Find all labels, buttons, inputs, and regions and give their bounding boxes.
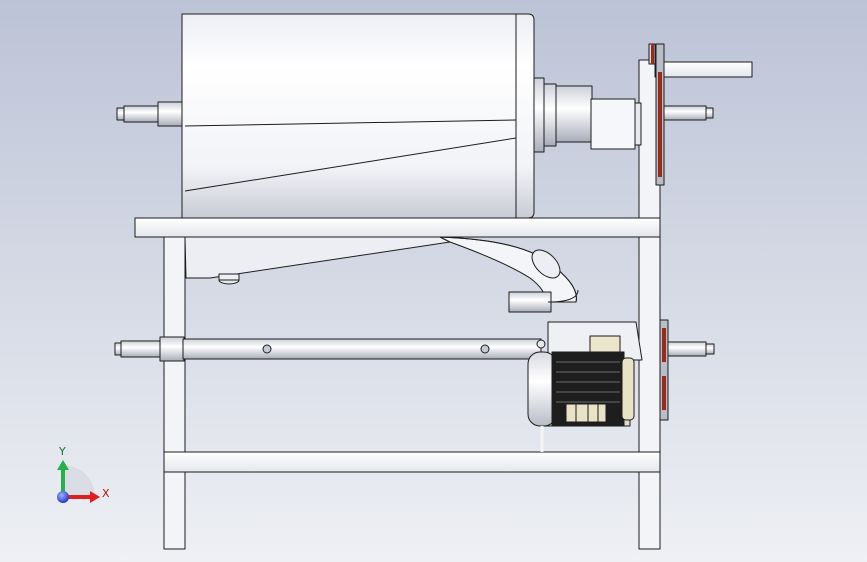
electric-motor — [527, 335, 635, 452]
drum — [181, 13, 535, 285]
lower-shaft — [114, 336, 542, 362]
drum-right-flange — [533, 77, 642, 153]
upper-shaft-right — [663, 105, 707, 121]
elbow-outlet — [508, 291, 552, 313]
elbow-pipe — [439, 236, 579, 313]
triad-rotation-arc — [63, 465, 95, 497]
triad-x-arrowhead — [90, 491, 100, 503]
bearing-block — [590, 98, 636, 150]
drum-inner-line — [184, 119, 517, 127]
drum-cylinder — [181, 13, 535, 219]
drum-inner-line — [184, 137, 517, 192]
motor-top-box — [589, 335, 621, 353]
frame-lower-crossbeam — [163, 451, 661, 473]
triad-y-arrowhead — [57, 460, 69, 470]
motor-end-cap — [621, 357, 635, 421]
shaft-bolt — [480, 344, 490, 354]
triad-z-axis-ball — [57, 491, 69, 503]
lower-right-shaft — [663, 341, 707, 357]
shaft-bolt — [262, 344, 272, 354]
machine-assembly — [114, 13, 753, 550]
motor-terminal-box — [565, 403, 607, 423]
xyz-triad-icon: Y X — [57, 445, 110, 503]
triad-x-label: X — [102, 487, 110, 500]
right-upper-assembly — [648, 43, 753, 186]
lower-shaft-tube — [182, 338, 542, 360]
lower-pulley — [659, 319, 669, 421]
triad-y-label: Y — [58, 445, 66, 458]
frame-top-beam — [134, 217, 661, 238]
upper-shaft-left — [116, 101, 183, 127]
frame-left-leg — [163, 235, 186, 550]
top-bracket — [654, 61, 753, 78]
